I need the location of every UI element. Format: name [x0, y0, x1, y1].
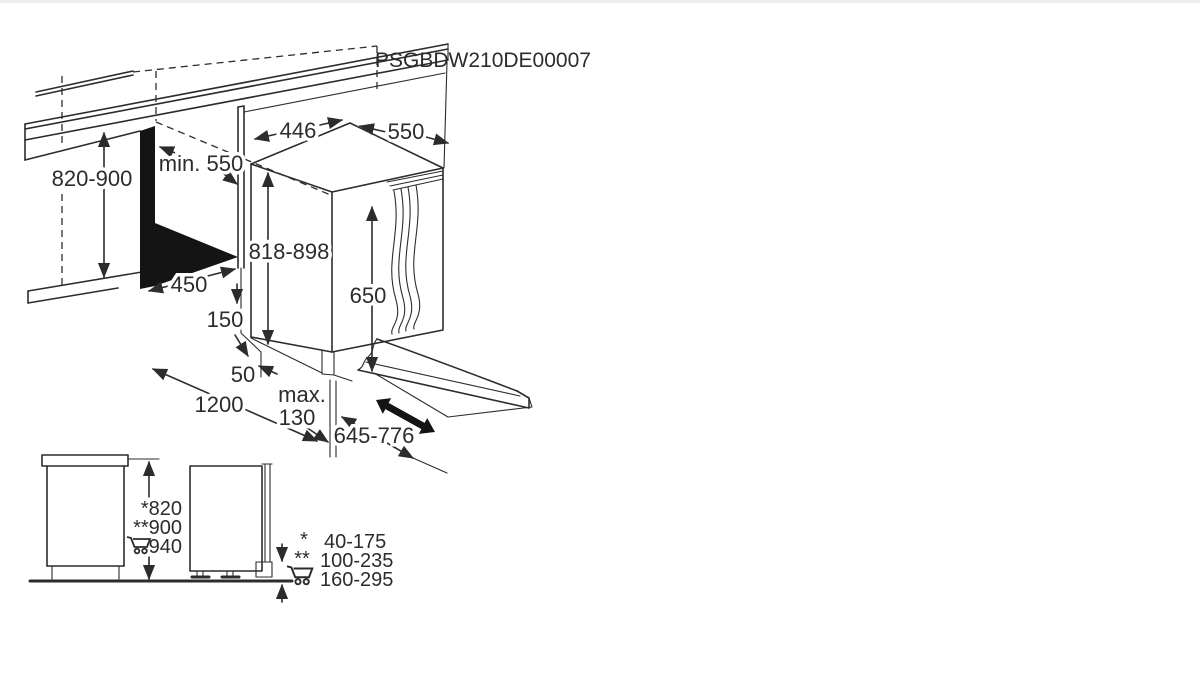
plinth-height-label: 150: [207, 307, 244, 332]
shopping-cart-icon: [126, 536, 151, 555]
cabinet-height-star: *820: [141, 498, 182, 520]
dimension-niche-height: 820-900: [48, 131, 136, 279]
legend-marker-star: *: [300, 529, 308, 551]
dimension-appliance-height: 818-898: [245, 171, 333, 346]
plinth-max-word: max.: [278, 382, 326, 407]
legend-range-star: 40-175: [324, 531, 386, 553]
hidden-cabinet-lines: [61, 45, 378, 287]
dishwasher-side-view: [28, 463, 294, 603]
door-panel-label: 650: [350, 283, 387, 308]
cabinet-height-cart: 940: [149, 536, 182, 558]
front-clearance-label: 1200: [195, 392, 244, 417]
plinth-recess: [321, 349, 353, 382]
dimension-sliding-panel: 645-776: [330, 416, 448, 474]
plinth-recess-label: 50: [231, 362, 255, 387]
cabinet-height-labels: *820 **900 940: [126, 495, 186, 562]
dimension-appliance-depth: 550: [358, 116, 450, 148]
niche-width-label: 450: [171, 272, 208, 297]
slide-direction-arrow: [376, 398, 435, 434]
niche-opening: [140, 105, 323, 378]
floor-lines-left: [27, 271, 143, 304]
dimension-front-clearance: 1200: [151, 368, 319, 442]
dishwasher-3d: [250, 122, 444, 382]
dimension-appliance-width: 446: [253, 115, 344, 147]
sliding-plinth-panel: [357, 338, 533, 434]
cabinet-height-2star: **900: [133, 517, 182, 539]
plinth-max-value: 130: [279, 405, 316, 430]
door-break-lines: [391, 184, 421, 335]
adjustment-legend: * 40-175 ** 100-235 160-295: [286, 526, 397, 595]
niche-depth-label: min. 550: [159, 151, 243, 176]
sliding-panel-label: 645-776: [334, 423, 415, 448]
drawing-title: PSGBDW210DE00007: [375, 49, 591, 72]
legend-range-cart: 160-295: [320, 569, 393, 591]
dimension-plinth-max: max. 130: [275, 379, 337, 458]
appliance-depth-label: 550: [388, 119, 425, 144]
dimension-niche-depth: min. 550: [155, 146, 247, 185]
appliance-width-label: 446: [280, 118, 317, 143]
niche-height-label: 820-900: [52, 166, 133, 191]
cabinet-side-view: [41, 454, 160, 581]
dimension-plinth-recess: 50: [227, 359, 278, 391]
legend-range-2star: 100-235: [320, 550, 393, 572]
appliance-height-label: 818-898: [249, 239, 330, 264]
dimension-plinth-height: 150: [203, 283, 249, 358]
dimension-door-panel: 650: [346, 205, 390, 373]
dimension-niche-width: 450: [147, 266, 237, 301]
top-border: [0, 0, 1200, 3]
legend-marker-2star: **: [294, 548, 310, 570]
